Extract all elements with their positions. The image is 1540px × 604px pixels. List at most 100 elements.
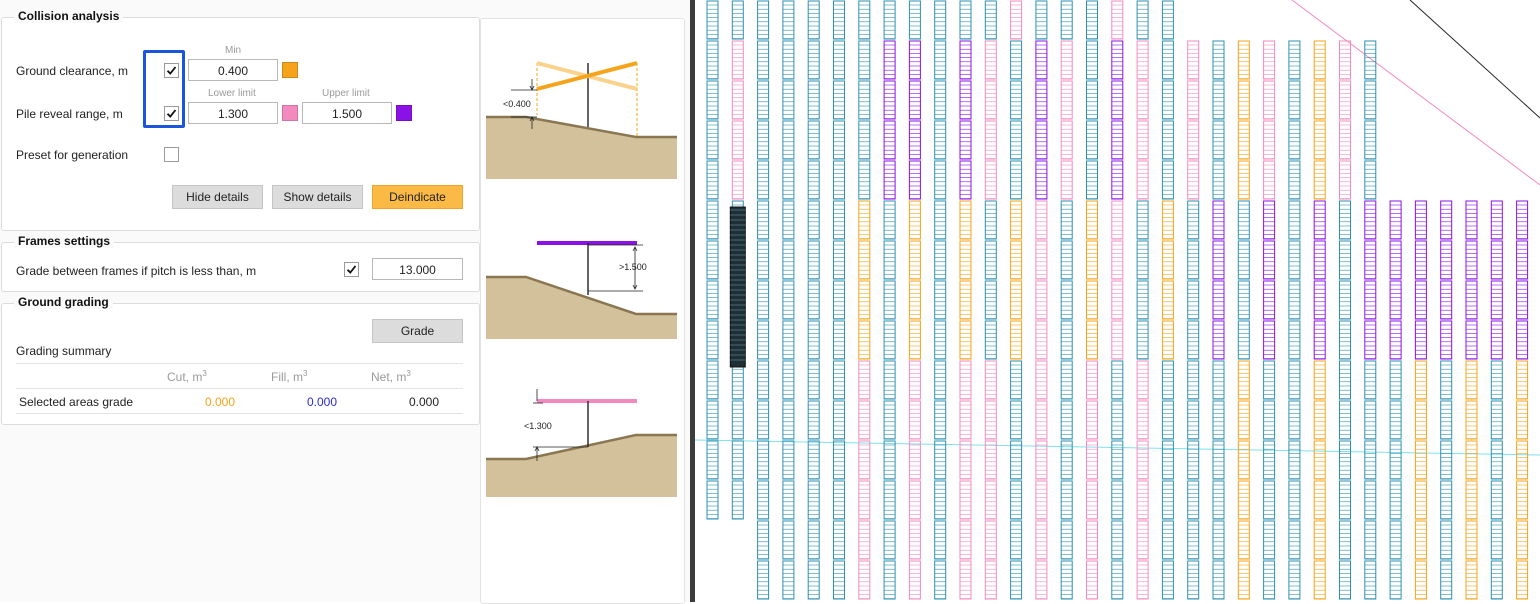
pile-table[interactable] xyxy=(1060,280,1073,320)
pile-table[interactable] xyxy=(1313,120,1326,160)
pile-table[interactable] xyxy=(833,240,845,280)
pile-table[interactable] xyxy=(908,440,921,480)
pile-table[interactable] xyxy=(984,40,997,80)
pile-table[interactable] xyxy=(1288,320,1301,360)
pile-table[interactable] xyxy=(731,120,744,160)
pile-table[interactable] xyxy=(1389,400,1402,440)
pile-table[interactable] xyxy=(934,120,947,160)
pile-table[interactable] xyxy=(1288,480,1301,520)
pile-table[interactable] xyxy=(1060,120,1073,160)
pile-table[interactable] xyxy=(1465,280,1478,320)
pile-table[interactable] xyxy=(1035,40,1048,80)
pile-table[interactable] xyxy=(1212,320,1225,360)
pile-table[interactable] xyxy=(959,440,972,480)
pile-table[interactable] xyxy=(959,40,972,80)
pile-table[interactable] xyxy=(1263,360,1276,400)
pile-table[interactable] xyxy=(782,40,795,80)
pile-table[interactable] xyxy=(959,520,972,560)
pile-table[interactable] xyxy=(706,440,719,480)
pile-table[interactable] xyxy=(1111,0,1124,40)
pile-table[interactable] xyxy=(1414,320,1427,360)
pile-table[interactable] xyxy=(1490,560,1503,600)
pile-table[interactable] xyxy=(807,320,820,360)
pile-table[interactable] xyxy=(959,80,972,120)
pile-table[interactable] xyxy=(757,520,770,560)
pile-table[interactable] xyxy=(833,40,845,80)
pile-table[interactable] xyxy=(959,240,972,280)
pile-table[interactable] xyxy=(1010,280,1023,320)
pile-table[interactable] xyxy=(1339,520,1351,560)
pile-table[interactable] xyxy=(1313,480,1326,520)
pile-table[interactable] xyxy=(959,0,972,40)
pile-table[interactable] xyxy=(706,320,719,360)
pile-table[interactable] xyxy=(1060,560,1073,600)
pile-table[interactable] xyxy=(1035,120,1048,160)
pile-table[interactable] xyxy=(1288,160,1301,200)
pile-table[interactable] xyxy=(908,480,921,520)
pile-table[interactable] xyxy=(1187,240,1200,280)
pile-table[interactable] xyxy=(1364,440,1377,480)
pile-table[interactable] xyxy=(984,440,997,480)
pile-table[interactable] xyxy=(807,440,820,480)
pile-table[interactable] xyxy=(1237,520,1250,560)
pile-table[interactable] xyxy=(1136,80,1149,120)
pile-upper-limit-input[interactable]: 1.500 xyxy=(302,102,392,124)
pile-table[interactable] xyxy=(1212,360,1225,400)
pile-table[interactable] xyxy=(1060,200,1073,240)
pile-table[interactable] xyxy=(984,280,997,320)
pile-table[interactable] xyxy=(833,200,845,240)
pile-table[interactable] xyxy=(1490,200,1503,240)
pile-table[interactable] xyxy=(1263,520,1276,560)
hide-details-button[interactable]: Hide details xyxy=(172,185,263,209)
pile-table[interactable] xyxy=(1414,360,1427,400)
pile-table[interactable] xyxy=(1010,560,1023,600)
pile-table[interactable] xyxy=(1440,320,1453,360)
pile-table[interactable] xyxy=(1364,200,1377,240)
pile-table[interactable] xyxy=(1440,400,1453,440)
pile-table[interactable] xyxy=(1136,480,1149,520)
pile-table[interactable] xyxy=(883,240,896,280)
pile-table[interactable] xyxy=(1010,200,1023,240)
pile-table[interactable] xyxy=(1263,200,1276,240)
pile-table[interactable] xyxy=(833,560,845,600)
pile-table[interactable] xyxy=(1339,560,1351,600)
pile-table[interactable] xyxy=(1389,560,1402,600)
pile-table[interactable] xyxy=(1263,320,1276,360)
pile-table[interactable] xyxy=(1010,120,1023,160)
pile-table[interactable] xyxy=(959,120,972,160)
pile-table[interactable] xyxy=(757,360,770,400)
pile-table[interactable] xyxy=(807,280,820,320)
pile-table[interactable] xyxy=(706,360,719,400)
pile-table[interactable] xyxy=(1339,200,1351,240)
pile-table[interactable] xyxy=(1389,200,1402,240)
pile-table[interactable] xyxy=(1111,360,1124,400)
pile-table[interactable] xyxy=(706,40,719,80)
pile-table[interactable] xyxy=(1339,360,1351,400)
pile-table[interactable] xyxy=(1263,480,1276,520)
pile-table[interactable] xyxy=(1516,440,1529,480)
pile-table[interactable] xyxy=(1263,160,1276,200)
pile-table[interactable] xyxy=(706,240,719,280)
pile-table[interactable] xyxy=(858,320,871,360)
pile-table[interactable] xyxy=(1212,440,1225,480)
pile-table[interactable] xyxy=(984,160,997,200)
pile-table[interactable] xyxy=(731,40,744,80)
pile-table[interactable] xyxy=(1035,360,1048,400)
pile-table[interactable] xyxy=(858,120,871,160)
pile-table[interactable] xyxy=(858,80,871,120)
ground-clearance-checkbox[interactable] xyxy=(164,63,179,78)
pile-table[interactable] xyxy=(731,160,744,200)
pile-table[interactable] xyxy=(1490,440,1503,480)
pile-table[interactable] xyxy=(1516,400,1529,440)
pile-table[interactable] xyxy=(959,320,972,360)
pile-table[interactable] xyxy=(1288,80,1301,120)
pile-table[interactable] xyxy=(908,40,921,80)
pile-table[interactable] xyxy=(908,200,921,240)
pile-table[interactable] xyxy=(706,80,719,120)
pile-table[interactable] xyxy=(1010,160,1023,200)
pile-table[interactable] xyxy=(782,80,795,120)
pile-table[interactable] xyxy=(1364,160,1377,200)
pile-table[interactable] xyxy=(1364,40,1377,80)
pile-table[interactable] xyxy=(1490,520,1503,560)
pile-table[interactable] xyxy=(908,320,921,360)
